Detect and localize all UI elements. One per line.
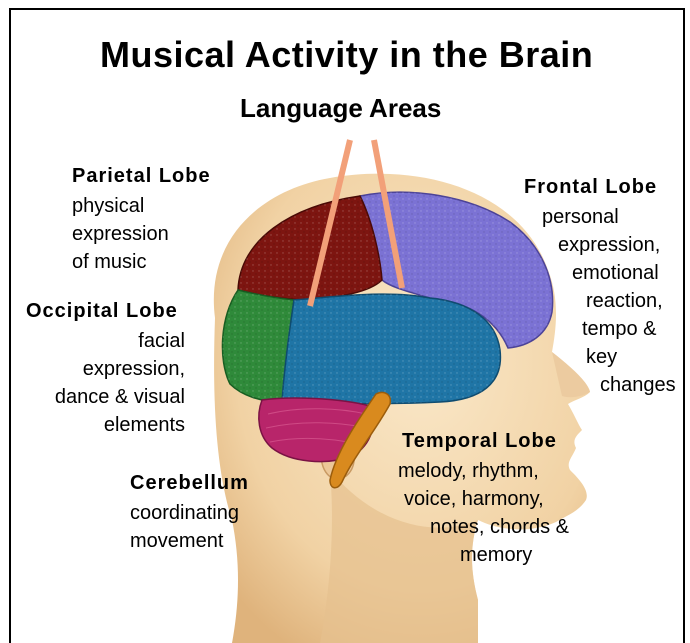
temporal-lobe-label: Temporal Lobe (402, 430, 557, 453)
diagram-title: Musical Activity in the Brain (100, 34, 593, 76)
occipital-line: dance & visual (20, 383, 185, 411)
frontal-line: personal (520, 203, 680, 231)
occipital-lobe-label: Occipital Lobe (26, 300, 178, 323)
frontal-line: key (520, 343, 680, 371)
cerebellum-line: movement (130, 527, 239, 555)
temporal-lobe-description: melody, rhythm, voice, harmony, notes, c… (398, 457, 608, 569)
temporal-line: voice, harmony, (398, 485, 608, 513)
frontal-line: reaction, (520, 287, 680, 315)
parietal-lobe-description: physical expression of music (72, 192, 169, 276)
frontal-line: changes (520, 371, 680, 399)
frontal-line: emotional (520, 259, 680, 287)
parietal-line: physical (72, 192, 169, 220)
frontal-lobe-description: personal expression, emotional reaction,… (520, 203, 680, 399)
parietal-line: of music (72, 248, 169, 276)
frontal-line: expression, (520, 231, 680, 259)
parietal-lobe-label: Parietal Lobe (72, 165, 211, 188)
frontal-lobe-label: Frontal Lobe (524, 176, 657, 199)
temporal-line: melody, rhythm, (398, 457, 608, 485)
frontal-line: tempo & (520, 315, 680, 343)
occipital-lobe-description: facial expression, dance & visual elemen… (20, 327, 185, 439)
occipital-line: expression, (20, 355, 185, 383)
temporal-line: notes, chords & (398, 513, 608, 541)
cerebellum-description: coordinating movement (130, 499, 239, 555)
cerebellum-line: coordinating (130, 499, 239, 527)
temporal-line: memory (398, 541, 608, 569)
occipital-line: facial (20, 327, 185, 355)
language-areas-label: Language Areas (240, 93, 441, 124)
cerebellum-label: Cerebellum (130, 472, 249, 495)
occipital-line: elements (20, 411, 185, 439)
parietal-line: expression (72, 220, 169, 248)
